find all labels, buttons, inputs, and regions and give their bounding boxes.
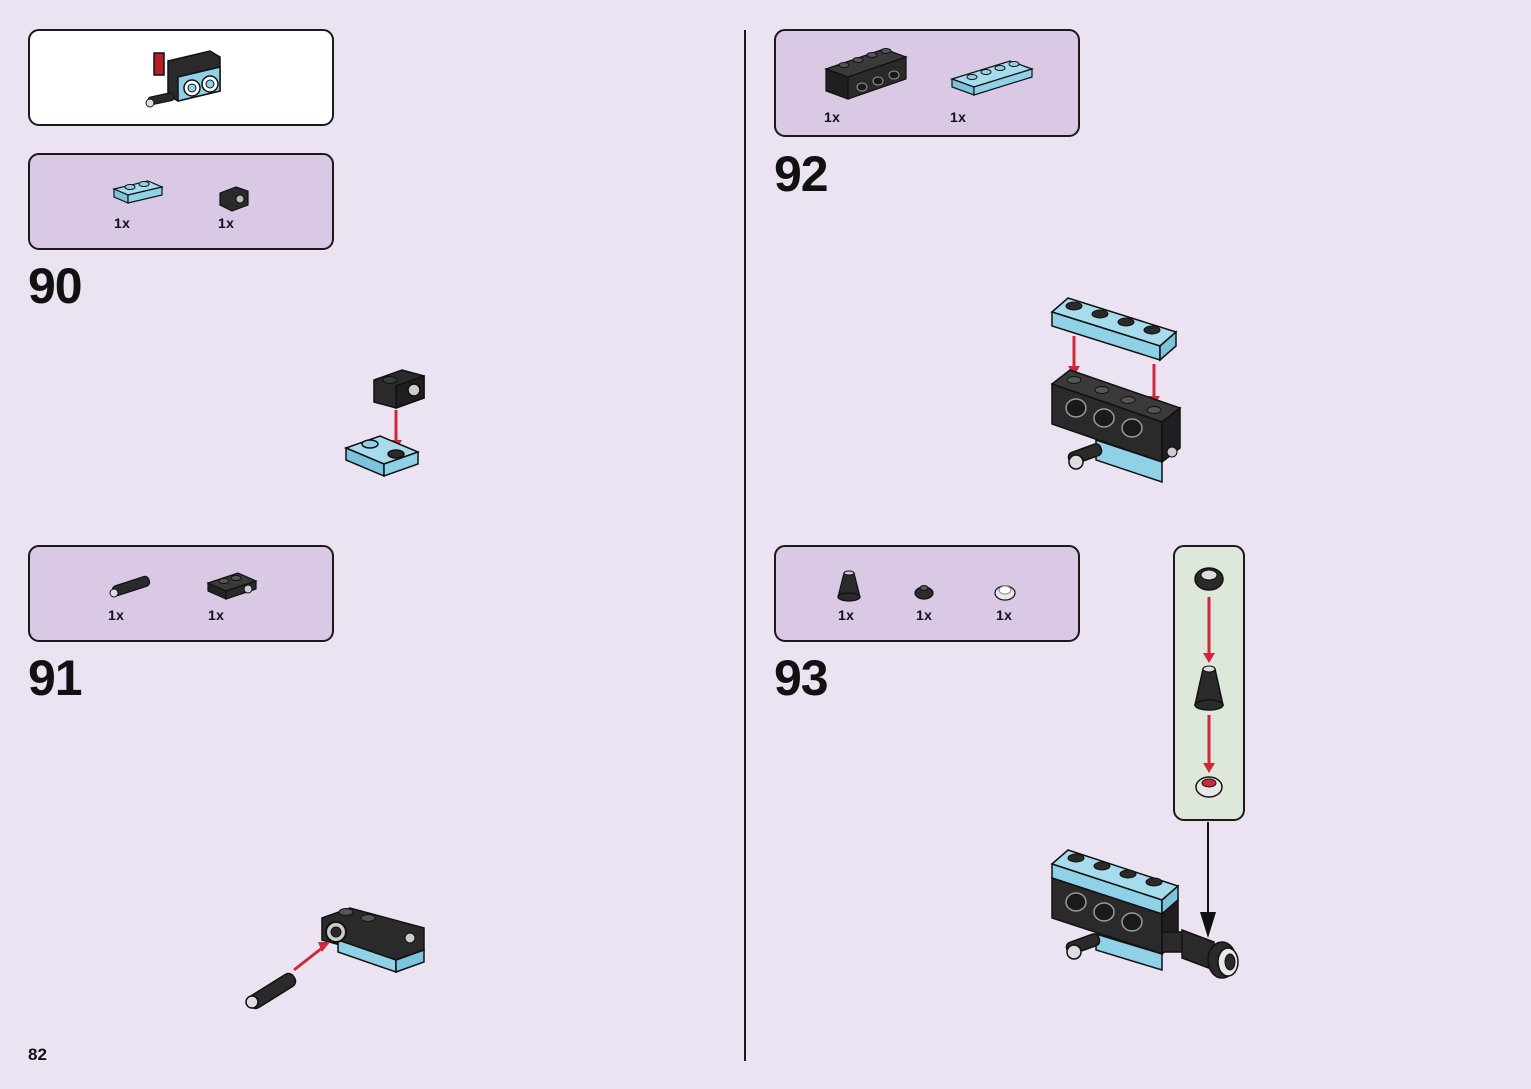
- part-qty: 1x: [916, 607, 933, 623]
- step-number-90: 90: [28, 258, 83, 314]
- step-92-assembly-illustration: [1050, 297, 1182, 484]
- part-qty: 1x: [114, 215, 131, 231]
- black-plate-with-hole-icon: [206, 572, 258, 600]
- step-number-92: 92: [774, 146, 829, 202]
- step-90-parts-list: 1x 1x: [28, 153, 334, 250]
- part-qty: 1x: [108, 607, 125, 623]
- page-divider: [744, 30, 746, 1061]
- part-qty: 1x: [838, 607, 855, 623]
- step-91-assembly-illustration: [245, 907, 425, 1010]
- step-91-parts-list: 1x 1x: [28, 545, 334, 642]
- step-93-parts-list: 1x 1x 1x: [774, 545, 1080, 642]
- black-round-plate-icon: [914, 585, 934, 600]
- part-qty: 1x: [218, 215, 235, 231]
- part-qty: 1x: [208, 607, 225, 623]
- submodel-callout: [28, 29, 334, 126]
- black-bracket-icon: [219, 186, 249, 212]
- black-pin-icon: [109, 575, 151, 598]
- step-93-assembly-illustration: [1050, 822, 1239, 979]
- black-technic-brick-1x4-icon: [824, 48, 908, 100]
- part-qty: 1x: [996, 607, 1013, 623]
- page-number: 82: [28, 1045, 47, 1064]
- step-90-assembly-illustration: [343, 369, 425, 478]
- silver-round-tile-icon: [994, 585, 1016, 601]
- light-blue-plate-1x2-icon: [112, 180, 164, 204]
- part-qty: 1x: [824, 109, 841, 125]
- part-qty: 1x: [950, 109, 967, 125]
- step-92-parts-list: 1x 1x: [774, 29, 1080, 137]
- step-number-91: 91: [28, 650, 83, 706]
- light-blue-plate-1x4-icon: [950, 60, 1034, 96]
- engine-submodel-icon: [145, 50, 221, 108]
- step-number-93: 93: [774, 650, 829, 706]
- black-cone-icon: [837, 570, 861, 602]
- exhaust-subassembly-icon: [1194, 567, 1224, 798]
- step-93-subassembly-callout: [1173, 545, 1245, 821]
